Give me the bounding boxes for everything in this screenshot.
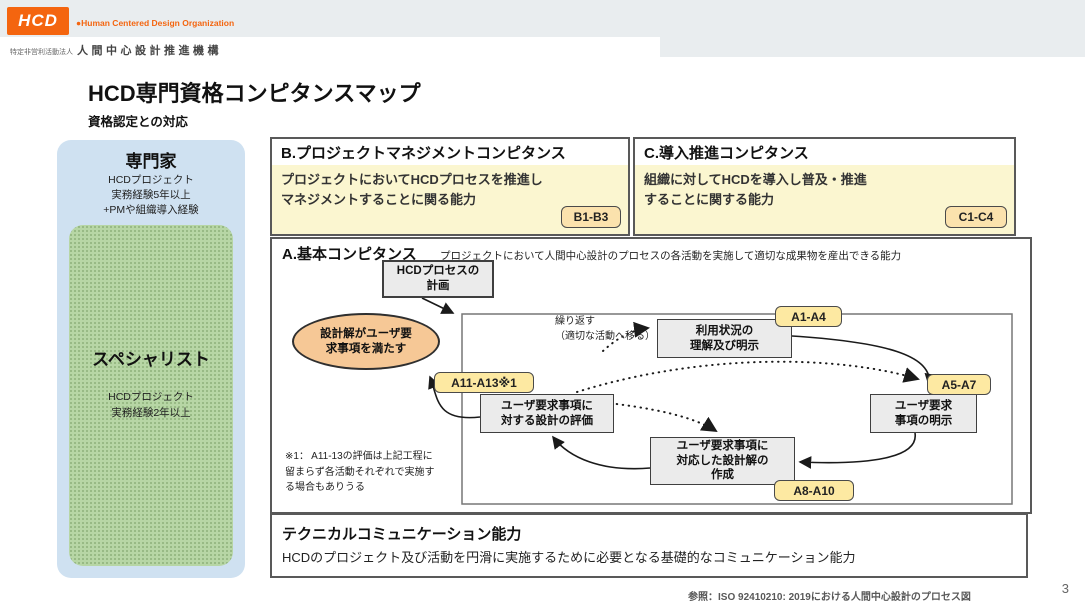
reference-note: 参照：ISO 92410210: 2019における人間中心設計のプロセス図 (688, 592, 971, 603)
page-number: 3 (1061, 581, 1069, 596)
competence-c-description: 組織に対してHCDを導入し普及・推進 することに関する能力 (644, 172, 867, 207)
page-subtitle: 資格認定との対応 (88, 115, 188, 129)
badge-a8-a10: A8-A10 (774, 480, 854, 501)
badge-c1-c4: C1-C4 (945, 206, 1007, 228)
hcd-logo-mark: HCD (18, 11, 58, 30)
badge-a1-a4: A1-A4 (775, 306, 842, 327)
competence-b-description: プロジェクトにおいてHCDプロセスを推進し マネジメントすることに関る能力 (281, 172, 543, 207)
qualification-sidebar: 専門家 HCDプロジェクト 実務経験5年以上 +PMや組織導入経験 スペシャリス… (57, 140, 245, 578)
node-design-solutions: ユーザ要求事項に 対応した設計解の 作成 (650, 437, 795, 485)
organization-line: 特定非営利活動法人 人間中心設計推進機構 (10, 42, 222, 58)
competence-a-title: A.基本コンピタンス (282, 246, 417, 263)
loop-label: 繰り返す （適切な活動へ移る） (555, 316, 655, 342)
node-evaluation: ユーザ要求事項に 対する設計の評価 (480, 394, 614, 433)
node-context-of-use: 利用状況の 理解及び明示 (657, 319, 792, 358)
hcd-logo: HCD (7, 7, 69, 35)
badge-a11-a13: A11-A13※1 (434, 372, 534, 393)
expert-description: HCDプロジェクト 実務経験5年以上 +PMや組織導入経験 (103, 174, 199, 217)
specialist-label: スペシャリスト (92, 350, 210, 369)
technical-communication-description: HCDのプロジェクト及び活動を円滑に実施するために必要となる基礎的なコミュニケー… (282, 550, 856, 565)
logo-subtitle: ●Human Centered Design Organization (76, 18, 235, 28)
competence-box-b: B.プロジェクトマネジメントコンピタンス プロジェクトにおいてHCDプロセスを推… (270, 137, 630, 236)
page-title: HCD専門資格コンピタンスマップ (88, 81, 421, 106)
specialist-description: HCDプロジェクト 実務経験2年以上 (108, 391, 194, 419)
organization-prefix: 特定非営利活動法人 (10, 49, 73, 56)
specialist-zone: スペシャリスト HCDプロジェクト 実務経験2年以上 (69, 225, 233, 566)
competence-a-description: プロジェクトにおいて人間中心設計のプロセスの各活動を実施して適切な成果物を産出で… (440, 250, 902, 262)
competence-b-title: B.プロジェクトマネジメントコンピタンス (281, 144, 566, 162)
node-user-requirements: ユーザ要求 事項の明示 (870, 394, 977, 433)
header-bar: HCD ●Human Centered Design Organization … (0, 0, 1085, 57)
expert-label: 専門家 (125, 152, 177, 171)
competence-box-a: A.基本コンピタンス プロジェクトにおいて人間中心設計のプロセスの各活動を実施し… (270, 237, 1032, 514)
competence-box-c: C.導入推進コンピタンス 組織に対してHCDを導入し普及・推進 することに関する… (633, 137, 1016, 236)
goal-ellipse: 設計解がユーザ要 求事項を満たす (292, 313, 440, 370)
technical-communication-box: テクニカルコミュニケーション能力 HCDのプロジェクト及び活動を円滑に実施するた… (270, 513, 1028, 578)
footnote: ※1： A11-13の評価は上記工程に 留まらず各活動それぞれで実施す る場合も… (285, 451, 435, 493)
organization-name: 人間中心設計推進機構 (77, 45, 222, 57)
node-hcd-process-plan: HCDプロセスの 計画 (382, 260, 494, 298)
competence-c-title: C.導入推進コンピタンス (644, 144, 809, 162)
badge-a5-a7: A5-A7 (927, 374, 991, 395)
badge-b1-b3: B1-B3 (561, 206, 621, 228)
technical-communication-title: テクニカルコミュニケーション能力 (282, 526, 522, 543)
logo-plate (0, 37, 660, 57)
